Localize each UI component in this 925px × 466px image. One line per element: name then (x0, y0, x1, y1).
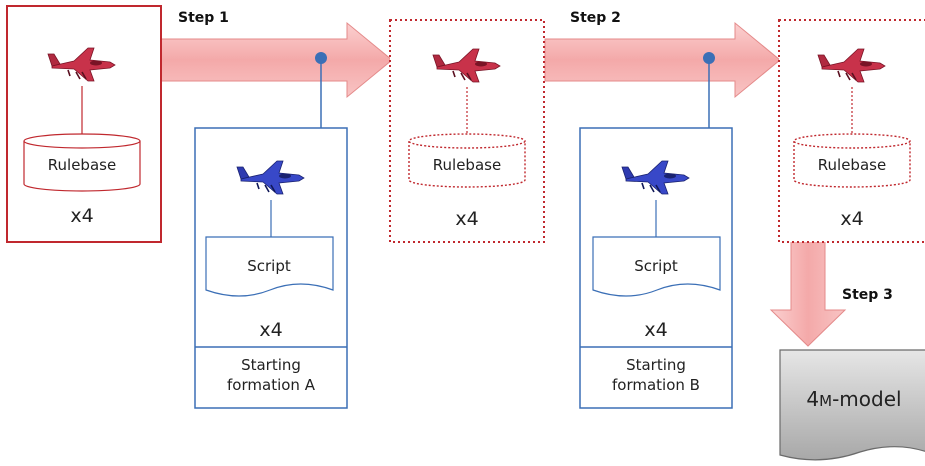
step3-arrow (769, 239, 847, 347)
model-smallcaps: M (819, 392, 832, 410)
connector-dot (315, 52, 327, 64)
script-label: Script (247, 257, 291, 275)
step3-label: Step 3 (842, 287, 893, 303)
model-document: 4M-model (779, 349, 925, 461)
model-label: 4M-model (806, 387, 901, 411)
formation-label-line1: Starting (241, 356, 301, 374)
count-label: x4 (644, 319, 667, 341)
agent-box-3: Rulebase x4 (778, 19, 925, 243)
rulebase-label: Rulebase (818, 156, 886, 174)
count-label: x4 (259, 319, 282, 341)
script-label: Script (634, 257, 678, 275)
step2-arrow (544, 21, 781, 99)
count-label: x4 (70, 205, 93, 227)
step1-arrow (159, 21, 393, 99)
model-prefix: 4 (806, 387, 819, 411)
script-box-a: Script x4 Starting formation A (194, 52, 348, 409)
script-box-b: Script x4 Starting formation B (579, 52, 733, 409)
step2-label: Step 2 (570, 10, 621, 26)
formation-label-line2: formation A (227, 376, 316, 394)
step1-label: Step 1 (178, 10, 229, 26)
rulebase-label: Rulebase (48, 156, 116, 174)
connector-dot (703, 52, 715, 64)
model-suffix: -model (832, 387, 902, 411)
formation-label-line2: formation B (612, 376, 700, 394)
count-label: x4 (455, 208, 478, 230)
count-label: x4 (840, 208, 863, 230)
formation-label-line1: Starting (626, 356, 686, 374)
agent-box-2: Rulebase x4 (389, 19, 545, 243)
rulebase-label: Rulebase (433, 156, 501, 174)
agent-box-1: Rulebase x4 (6, 5, 162, 243)
